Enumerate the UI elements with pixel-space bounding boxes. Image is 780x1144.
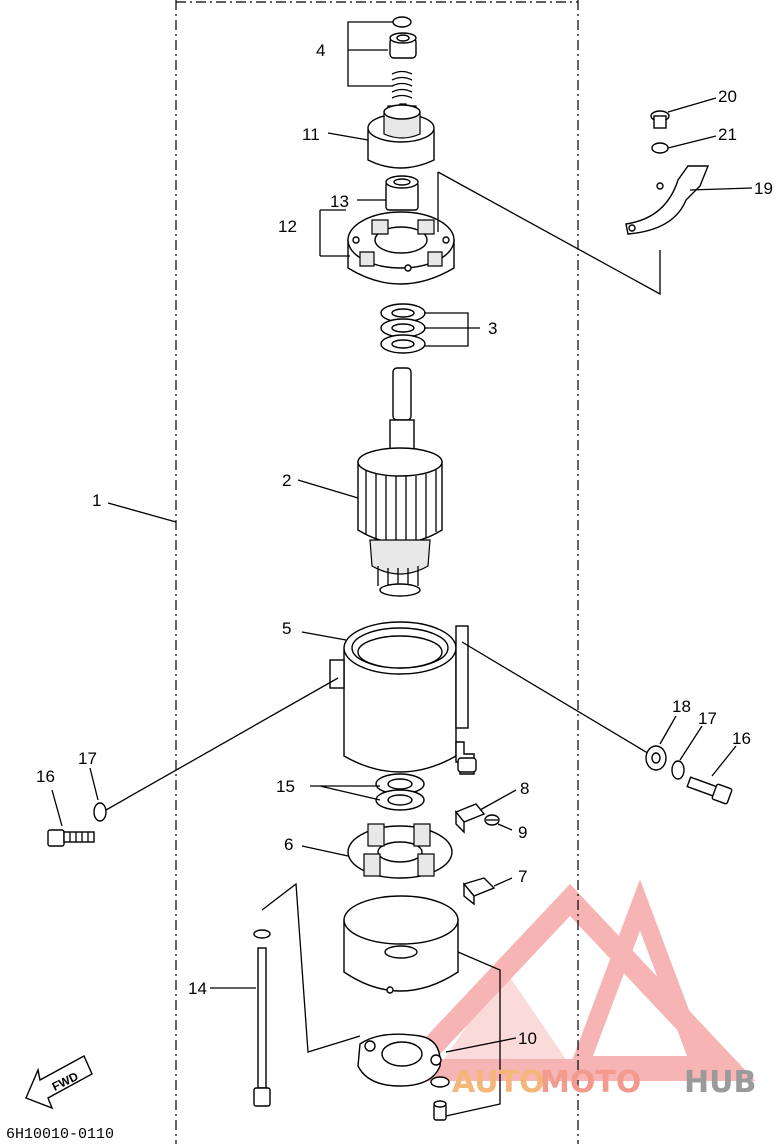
part-18-washer-right (645, 745, 667, 771)
callout-1: 1 (92, 491, 101, 510)
callout-2: 2 (282, 471, 291, 490)
watermark-logo (384, 879, 756, 1081)
callout-17-left: 17 (78, 749, 97, 768)
part-11-pinion-gear (367, 103, 435, 169)
callout-16-left: 16 (36, 767, 55, 786)
part-4-pinion-stopper-set (389, 16, 417, 99)
part-5-yoke (329, 621, 477, 775)
watermark-text: AUTO MOTO HUB (452, 1065, 756, 1100)
callout-10: 10 (518, 1029, 537, 1048)
diagram-code: 6H10010-0110 (6, 1126, 114, 1143)
callout-4: 4 (316, 41, 325, 60)
callout-5: 5 (282, 619, 291, 638)
part-9-screw (484, 814, 500, 826)
callout-20: 20 (718, 87, 737, 106)
part-17-washer-left (93, 802, 107, 822)
callout-6: 6 (284, 835, 293, 854)
callout-3: 3 (488, 319, 497, 338)
watermark-part3: HUB (684, 1065, 756, 1100)
part-14-through-bolt (253, 929, 271, 1107)
part-16-bolt-left (47, 829, 95, 847)
part-6-brush-holder (347, 823, 453, 879)
callout-12: 12 (278, 217, 297, 236)
callout-14: 14 (188, 979, 207, 998)
fwd-arrow-icon: FWD (25, 1055, 93, 1110)
part-16-bolt-right (686, 776, 733, 805)
callout-8: 8 (520, 779, 529, 798)
callout-19: 19 (754, 179, 773, 198)
assembly-boundary (175, 0, 579, 1144)
part-10-rear-bracket (343, 895, 459, 1121)
part-21-washer (651, 142, 669, 154)
callout-15: 15 (276, 777, 295, 796)
callout-17-right: 17 (698, 709, 717, 728)
part-17-washer-right (671, 760, 685, 780)
watermark-part2: MOTO (540, 1065, 641, 1100)
part-13-bushing (385, 175, 419, 211)
part-2-armature (357, 367, 443, 597)
part-19-cable-clamp (625, 165, 710, 235)
watermark-part1: AUTO (452, 1065, 545, 1100)
part-12-front-bracket (347, 211, 455, 285)
part-15-washers (375, 773, 425, 811)
part-3-washers (380, 303, 426, 354)
callout-18: 18 (672, 697, 691, 716)
part-8-brush (454, 803, 486, 834)
part-7-brush (462, 877, 496, 906)
callout-16-right: 16 (732, 729, 751, 748)
callout-9: 9 (518, 823, 527, 842)
part-20-screw (650, 110, 670, 129)
callout-13: 13 (330, 192, 349, 211)
callout-labels: 4 11 13 12 3 2 1 5 15 8 9 6 7 14 10 16 1… (36, 41, 773, 1048)
callout-7: 7 (518, 867, 527, 886)
callout-21: 21 (718, 125, 737, 144)
callout-11: 11 (302, 125, 320, 144)
